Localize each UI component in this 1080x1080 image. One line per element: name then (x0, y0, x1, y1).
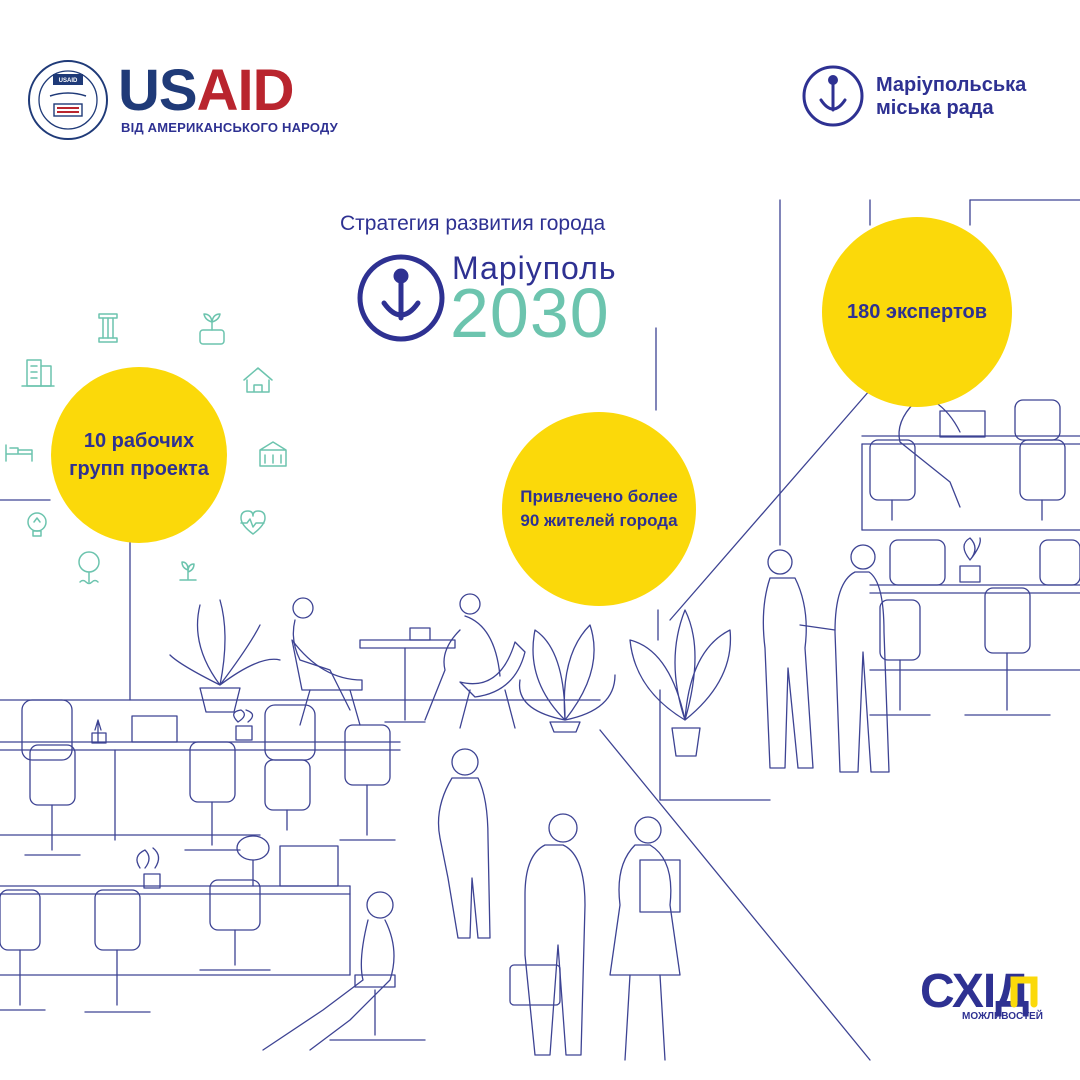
callout-residents: Привлечено более 90 жителей города (502, 412, 696, 606)
plant-icon (199, 313, 225, 345)
callout-working-groups-line1: 10 рабочих (83, 430, 195, 452)
skhid-yellow-mark (1010, 976, 1038, 1008)
strategy-title: Стратегия развития города (340, 212, 606, 235)
callout-experts-text: 180 экспертов (846, 300, 988, 323)
city-council-name: Маріупольська міська рада (876, 74, 1066, 120)
city-council-line1: Маріупольська (876, 74, 1027, 96)
usaid-logo-wordmark: USAID (118, 62, 294, 120)
callout-working-groups: 10 рабочих групп проекта (51, 367, 227, 543)
callout-working-groups-line2: групп проекта (69, 458, 209, 480)
bulb-icon (27, 512, 47, 537)
usaid-word-aid: AID (196, 58, 295, 123)
bed-icon (5, 444, 33, 462)
strategy-anchor-logo (357, 254, 445, 342)
sprout-icon (179, 561, 197, 581)
skhid-logo-subtitle: МОЖЛИВОСТЕЙ (962, 1011, 1043, 1022)
tree-icon (78, 551, 100, 585)
council-anchor-logo (802, 65, 864, 127)
callout-experts: 180 экспертов (822, 217, 1012, 407)
building-icon (21, 359, 55, 387)
callout-residents-line1: Привлечено более (520, 487, 678, 506)
usaid-word-us: US (118, 58, 198, 123)
strategy-year: 2030 (450, 274, 610, 352)
heart-icon (240, 510, 266, 535)
house-icon (243, 367, 273, 393)
usaid-tagline: ВІД АМЕРИКАНСЬКОГО НАРОДУ (121, 120, 338, 135)
seal-center-text: USAID (59, 78, 78, 84)
column-icon (98, 313, 118, 343)
callout-residents-line2: 90 жителей города (520, 511, 678, 530)
usaid-seal (28, 60, 108, 140)
city-council-line2: міська рада (876, 97, 994, 119)
strategy-city: Маріуполь (452, 250, 617, 286)
theater-icon (259, 441, 287, 467)
